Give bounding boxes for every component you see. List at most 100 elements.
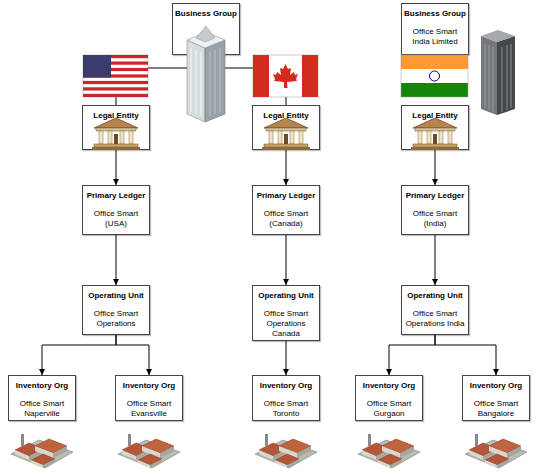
flag-field [83, 55, 148, 97]
box-heading: Operating Unit [255, 291, 317, 301]
inventory-org-box: Inventory OrgOffice Smart Evansville [115, 375, 183, 421]
flag-stripe [83, 74, 148, 77]
legal-entity-box: Legal Entity [401, 105, 469, 150]
box-heading: Inventory Org [118, 381, 180, 391]
box-heading: Operating Unit [85, 291, 147, 301]
window-line [511, 44, 512, 108]
flag-stripe [83, 94, 148, 97]
window-line [507, 45, 508, 110]
window-line [489, 45, 490, 110]
primary-ledger-box: Primary LedgerOffice Smart (India) [401, 185, 469, 235]
window-line [215, 50, 216, 114]
flag-chakra [430, 71, 440, 81]
connector-line [435, 235, 436, 285]
office-tower [481, 30, 515, 115]
connector-line [435, 150, 436, 185]
flag-stripe [83, 87, 148, 90]
window-line [493, 47, 494, 112]
box-body: Office Smart Naperville [11, 399, 73, 419]
connector-line [286, 341, 287, 375]
primary-ledger-box: Primary LedgerOffice Smart (USA) [82, 185, 150, 235]
flag-stripe [83, 81, 148, 84]
operating-unit-box: Operating UnitOffice Smart Operations In… [401, 285, 469, 335]
india-flag [401, 55, 468, 97]
connector-line [286, 235, 287, 285]
inventory-org-box: Inventory OrgOffice Smart Naperville [8, 375, 76, 421]
box-heading: Business Group [175, 9, 237, 19]
flag-band [401, 55, 468, 69]
box-body: Office Smart (Canada) [255, 209, 317, 229]
connector-line [206, 55, 286, 105]
warehouse-icon [11, 434, 73, 468]
inventory-org-box: Inventory OrgOffice Smart Gurgaon [355, 375, 423, 421]
operating-unit-box: Operating UnitOffice Smart Operations [82, 285, 150, 335]
box-body: Office Smart Gurgaon [358, 399, 420, 419]
box-heading: Business Group [404, 9, 466, 19]
window-line [210, 52, 211, 116]
connector-line [116, 335, 149, 375]
usa-flag [83, 55, 148, 97]
flag-band [401, 83, 468, 97]
connector-line [42, 335, 116, 375]
connector-line [435, 335, 496, 375]
flag-outline [401, 55, 468, 97]
box-heading: Legal Entity [85, 111, 147, 121]
connector-line [389, 335, 435, 375]
legal-entity-box: Legal Entity [252, 105, 320, 150]
warehouse-icon [465, 434, 527, 468]
business-group-box: Business Group [172, 3, 240, 55]
box-heading: Legal Entity [404, 111, 466, 121]
window-line [485, 44, 486, 108]
connector-line [116, 235, 117, 285]
window-line [220, 48, 221, 112]
tower-windows [191, 48, 201, 116]
box-heading: Primary Ledger [404, 191, 466, 201]
connector-line [116, 150, 117, 185]
window-line [201, 52, 202, 116]
box-body: Office Smart (USA) [85, 209, 147, 229]
window-line [191, 48, 192, 112]
tower-face [481, 36, 497, 115]
maple-leaf [273, 64, 298, 88]
box-body: Office Smart Operations Canada [255, 309, 317, 339]
box-body: Office Smart Operations India [404, 309, 466, 329]
connector-line [286, 150, 287, 185]
legal-entity-box: Legal Entity [82, 105, 150, 150]
box-heading: Inventory Org [358, 381, 420, 391]
flag-band [401, 69, 468, 83]
warehouse-icon [255, 434, 317, 468]
primary-ledger-box: Primary LedgerOffice Smart (Canada) [252, 185, 320, 235]
box-body: Office Smart Bangalore [465, 399, 527, 419]
flag-band [253, 55, 269, 97]
box-body: Office Smart Operations [85, 309, 147, 329]
box-heading: Primary Ledger [85, 191, 147, 201]
box-heading: Legal Entity [255, 111, 317, 121]
box-body: Office Smart (India) [404, 209, 466, 229]
warehouse-icon [118, 434, 180, 468]
tower-windows [485, 44, 511, 112]
tower-windows [210, 48, 220, 116]
flag-field [253, 55, 318, 97]
inventory-org-box: Inventory OrgOffice Smart Bangalore [462, 375, 530, 421]
tower-face [497, 36, 515, 115]
tower-roof [481, 30, 515, 42]
business-group-box: Business GroupOffice Smart India Limited [401, 3, 469, 55]
box-heading: Inventory Org [11, 381, 73, 391]
connector-line [116, 55, 206, 105]
window-line [502, 47, 503, 112]
box-heading: Operating Unit [404, 291, 466, 301]
canada-flag [253, 55, 318, 97]
flag-stripe [83, 55, 148, 58]
box-body: Office Smart Toronto [255, 399, 317, 419]
box-heading: Inventory Org [465, 381, 527, 391]
warehouse-icon [358, 434, 420, 468]
box-body: Office Smart India Limited [404, 27, 466, 47]
flag-band [302, 55, 318, 97]
box-heading: Inventory Org [255, 381, 317, 391]
window-line [196, 50, 197, 114]
flag-stripe [83, 68, 148, 71]
flag-stripe [83, 62, 148, 65]
box-body: Office Smart Evansville [118, 399, 180, 419]
flag-canton [83, 55, 111, 78]
